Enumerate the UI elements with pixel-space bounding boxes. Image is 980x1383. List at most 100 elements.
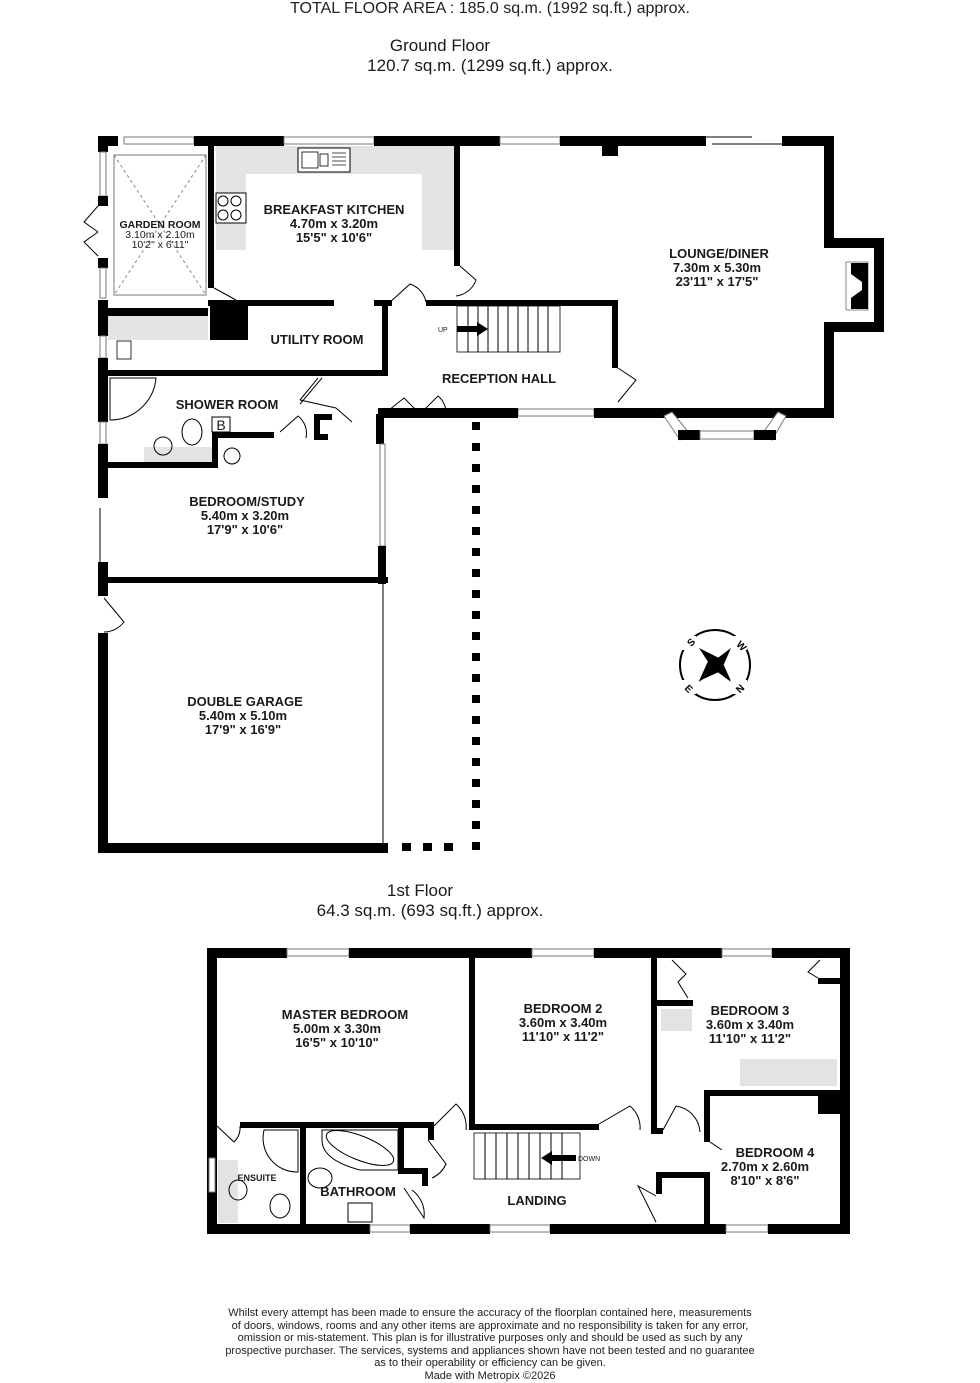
room-double-garage: DOUBLE GARAGE 5.40m x 5.10m 17'9" x 16'9… (187, 694, 303, 737)
stairs-arrow-icon (552, 1155, 576, 1161)
room-lounge-diner: LOUNGE/DINER 7.30m x 5.30m 23'11" x 17'5… (669, 246, 769, 289)
room-metric: 3.10m x 2.10m (125, 229, 195, 241)
wall (98, 444, 108, 474)
wall (678, 430, 700, 440)
utility-counter (108, 316, 208, 340)
door-swing (455, 265, 477, 297)
roof-lantern-line (113, 154, 207, 296)
door-swing (598, 1105, 641, 1131)
corner-bath-icon (321, 1129, 399, 1171)
wall (651, 1128, 663, 1134)
wall (768, 1224, 850, 1234)
wall (207, 948, 217, 1234)
disclaimer-line: prospective purchaser. The services, sys… (225, 1344, 755, 1357)
wall (560, 136, 706, 146)
wall (772, 948, 850, 958)
wall (469, 1124, 599, 1130)
wall (704, 1090, 840, 1096)
roof-lantern-line (113, 154, 207, 296)
drainer (332, 152, 346, 166)
room-metric: 2.70m x 2.60m (721, 1159, 809, 1174)
room-metric: 5.40m x 3.20m (201, 508, 289, 523)
stairs-arrow-icon (477, 322, 488, 336)
wall (98, 376, 108, 422)
wall (594, 948, 722, 958)
room-imperial: 23'11" x 17'5" (676, 274, 759, 289)
window (208, 1157, 216, 1193)
wall (782, 136, 832, 146)
wall (207, 1224, 370, 1234)
hob-ring (230, 209, 242, 221)
wall (207, 948, 287, 958)
wall (300, 1128, 306, 1224)
door-swing (299, 377, 353, 423)
window (721, 948, 773, 957)
room-reception-hall: RECEPTION HALL (442, 371, 556, 386)
shower-counter (144, 447, 214, 465)
ground-floor-heading: Ground Floor 120.7 sq.m. (1299 sq.ft.) a… (0, 36, 980, 76)
door-swing (299, 377, 323, 405)
window (99, 335, 107, 359)
wall (469, 958, 475, 1128)
stairs-arrow-icon (457, 326, 477, 332)
room-name: GARDEN ROOM (119, 219, 200, 231)
wall (98, 196, 108, 206)
wall (614, 408, 834, 418)
bay-window (699, 430, 755, 440)
wall (651, 958, 657, 1134)
wall (208, 300, 334, 306)
wall (428, 1128, 434, 1140)
wall (594, 408, 618, 418)
wall (349, 948, 532, 958)
room-metric: 4.70m x 3.20m (290, 216, 378, 231)
room-imperial: 15'5" x 10'6" (296, 230, 372, 245)
boundary-dotted-line (402, 422, 480, 851)
wall (602, 146, 618, 156)
wall (874, 238, 884, 332)
basin-icon (153, 436, 173, 456)
room-bedroom-3: BEDROOM 3 3.60m x 3.40m 11'10" x 11'2" (706, 1003, 794, 1046)
kitchen-counter-right (422, 146, 456, 250)
sink-bowl (301, 151, 319, 169)
stairs-down-label: DOWN (578, 1156, 600, 1163)
disclaimer-line: of doors, windows, rooms and any other i… (231, 1319, 749, 1332)
window (379, 443, 386, 547)
room-name: LOUNGE/DINER (669, 246, 769, 261)
room-imperial: 11'10" x 11'2" (522, 1029, 604, 1044)
room-imperial: 17'9" x 16'9" (205, 722, 281, 737)
wall (194, 136, 284, 146)
first-floor-plan: DOWN MASTER BEDROOM 5.00m x 3.30m 16'5" … (207, 948, 850, 1234)
wall (840, 948, 850, 1234)
door-swing (383, 395, 447, 415)
room-metric: 3.60m x 3.40m (519, 1015, 607, 1030)
room-name: BEDROOM/STUDY (189, 494, 305, 509)
window (123, 136, 195, 145)
room-metric: 5.00m x 3.30m (293, 1021, 381, 1036)
first-floor-heading: 1st Floor 64.3 sq.m. (693 sq.ft.) approx… (0, 881, 980, 921)
room-metric: 5.40m x 5.10m (199, 708, 287, 723)
wall (754, 430, 776, 440)
room-name: BREAKFAST KITCHEN (264, 202, 405, 217)
wall (378, 546, 386, 584)
room-garden-room: GARDEN ROOM 3.10m x 2.10m 10'2" x 6'11" (119, 219, 200, 251)
wall (824, 322, 834, 418)
first-floor-title: 1st Floor (386, 881, 454, 900)
room-imperial: 11'10" x 11'2" (709, 1031, 791, 1046)
wall (656, 1172, 706, 1178)
wall (108, 577, 388, 583)
wall (398, 1128, 404, 1174)
wardrobe-doors (807, 959, 821, 979)
room-bedroom-2: BEDROOM 2 3.60m x 3.40m 11'10" x 11'2" (519, 1001, 607, 1044)
wall (98, 843, 388, 853)
room-master-bedroom: MASTER BEDROOM 5.00m x 3.30m 16'5" x 10'… (282, 1007, 408, 1050)
wall (98, 136, 108, 152)
window (517, 408, 595, 417)
wall (314, 434, 328, 440)
wall (704, 1090, 710, 1142)
door-swing (216, 1125, 241, 1143)
basin-icon (223, 447, 241, 465)
window (725, 1224, 769, 1233)
room-imperial: 8'10" x 8'6" (730, 1173, 799, 1188)
wall (98, 258, 108, 268)
door-swing (662, 1105, 701, 1133)
